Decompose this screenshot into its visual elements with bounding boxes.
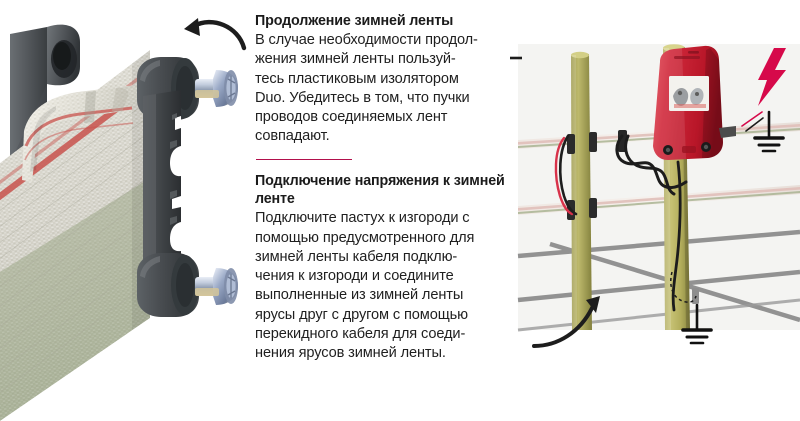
body-line: выполненные из зимней ленты [255,287,464,304]
winter-tape-curled-end [22,85,143,182]
bolt-top [195,70,238,107]
title-line: Подключение напряжения [255,173,440,190]
tape-clip-upper-back [567,132,597,154]
section-body-tape-extension: В случае необходимости продол- жения зим… [255,31,510,146]
fence-post-back [571,51,592,330]
section-divider [256,158,352,161]
earth-ground-bottom-icon [681,303,713,345]
ground-cable-dashed [670,271,697,303]
body-line: тесь пластиковым изолятором [255,70,459,87]
body-line: нения ярусов зимней ленты. [255,345,446,362]
body-line: Подключите пастух к изгороди с [255,210,470,227]
lower-fence-wires-thin [517,298,800,332]
body-line: жения зимней ленты пользуй- [255,51,456,68]
bolt-leader-lines [741,111,764,132]
duo-insulator-illustration [0,0,250,421]
body-line: помощью предусмотренного для [255,229,475,246]
body-line: перекидного кабеля для соеди- [255,325,466,342]
energizer-fence-illustration [510,0,800,421]
body-line: ярусы друг с другом с помощью [255,306,468,323]
title-line: к зимней ленте [255,173,505,208]
body-line: совпадают. [255,128,330,145]
section-title-voltage-connection: Подключение напряжения к зимней ленте [255,172,510,208]
body-line: Duo. Убедитесь в том, что пучки [255,89,470,106]
instruction-text-column: Продолжение зимней ленты В случае необхо… [255,12,510,412]
arrow-to-fence-icon [532,296,600,348]
body-line: проводов соединяемых лент [255,109,448,126]
body-line: чения к изгороди и соедините [255,268,454,285]
jumper-cable-tier-link [554,134,578,216]
section-tape-extension: Продолжение зимней ленты В случае необхо… [255,12,510,147]
section-title-tape-extension: Продолжение зимней ленты [255,13,454,29]
energizer-earth-cable [671,160,682,312]
fence-connection-cable [615,134,688,196]
arrow-to-insulator-icon [184,18,247,51]
lightning-bolt-icon [758,48,786,106]
body-line: зимней ленты кабеля подклю- [255,248,458,265]
bolt-bottom [195,268,238,305]
section-body-voltage-connection: Подключите пастух к изгороди с помощью п… [255,209,510,363]
energizer-device [653,45,736,160]
duo-insulator-group [137,57,199,317]
section-voltage-connection: Подключение напряжения к зимней ленте По… [255,172,510,363]
body-line: В случае необходимости продол- [255,32,478,49]
earth-ground-right-icon [753,110,785,153]
